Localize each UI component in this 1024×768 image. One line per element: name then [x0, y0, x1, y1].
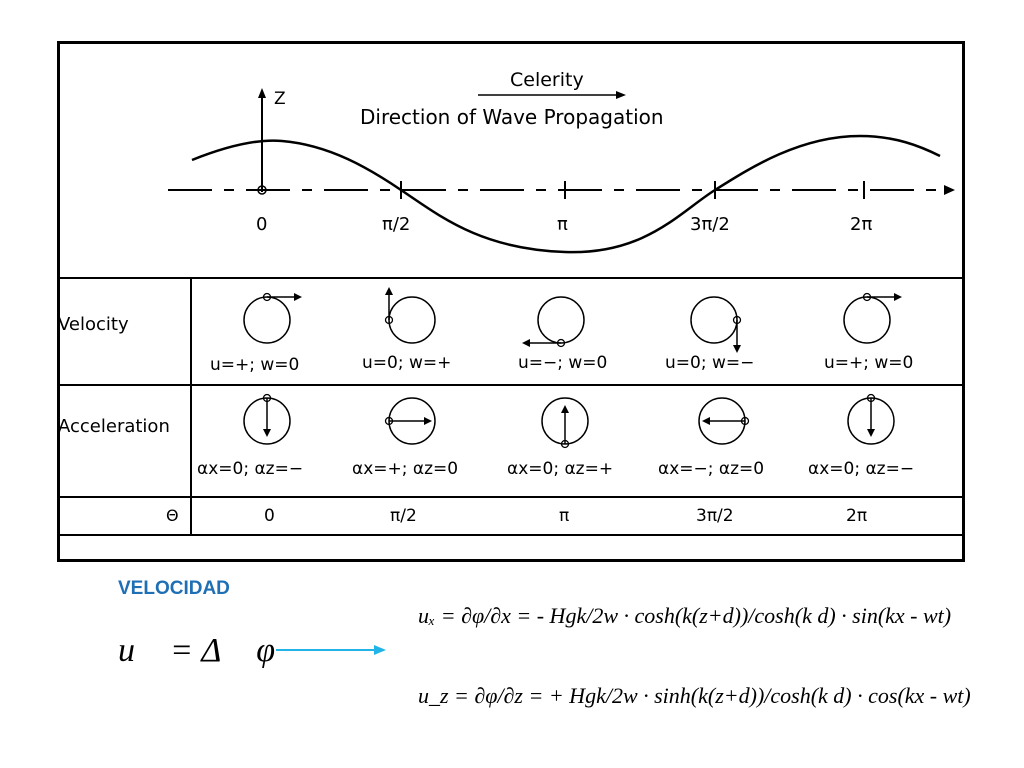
row-label-velocity: Velocity: [58, 314, 129, 335]
phase-label-pi-half: π/2: [382, 214, 410, 235]
velocity-cell: u=+; w=0: [210, 355, 300, 375]
theta-cell: 3π/2: [696, 506, 734, 526]
celerity-arrowhead: [616, 91, 626, 99]
propagation-direction-label: Direction of Wave Propagation: [360, 105, 664, 129]
celerity-label: Celerity: [510, 69, 584, 91]
velocity-cell: u=+; w=0: [824, 353, 914, 373]
z-axis-arrowhead: [258, 88, 266, 98]
theta-cell: π/2: [390, 506, 417, 526]
vector-velocity-equation: u⃗ = Δ⃗ φ: [118, 632, 276, 669]
theta-cell: 2π: [846, 506, 868, 526]
acceleration-cell: αx=0; αz=−: [197, 459, 304, 479]
theta-cell: π: [559, 506, 570, 526]
ux-equation: uₓ = ∂φ/∂x = - Hgk/2w · cosh(k(z+d))/cos…: [418, 603, 952, 628]
phase-label-two-pi: 2π: [850, 214, 872, 235]
velocidad-title: VELOCIDAD: [118, 578, 230, 599]
acceleration-cell: αx=+; αz=0: [352, 459, 459, 479]
velocity-orbits: [243, 287, 902, 353]
velocity-cell: u=0; w=−: [665, 353, 755, 373]
wave-kinematics-figure: Z Celerity Direction of Wave Propagation…: [57, 41, 965, 562]
acceleration-cell: αx=−; αz=0: [658, 459, 765, 479]
origin-marker: [257, 185, 267, 195]
theta-cell: 0: [264, 506, 275, 526]
velocity-cell: u=−; w=0: [518, 353, 608, 373]
row-label-acceleration: Acceleration: [58, 416, 170, 437]
surface-wave: [191, 134, 941, 254]
velocity-cell: u=0; w=+: [362, 353, 452, 373]
phase-label-three-pi-half: 3π/2: [690, 214, 730, 235]
wave-diagram-svg: Z Celerity Direction of Wave Propagation…: [60, 69, 962, 536]
phase-label-0: 0: [256, 214, 267, 235]
arrow-to-equations-icon: [276, 645, 386, 655]
acceleration-cell: αx=0; αz=+: [507, 459, 614, 479]
acceleration-cell: αx=0; αz=−: [808, 459, 915, 479]
row-label-theta: Θ: [166, 506, 179, 525]
z-axis-label: Z: [274, 89, 286, 109]
uz-equation: u_z = ∂φ/∂z = + Hgk/2w · sinh(k(z+d))/co…: [418, 683, 971, 708]
phase-label-pi: π: [557, 214, 568, 235]
acceleration-orbits: [243, 393, 895, 449]
x-axis-arrowhead: [944, 185, 955, 195]
